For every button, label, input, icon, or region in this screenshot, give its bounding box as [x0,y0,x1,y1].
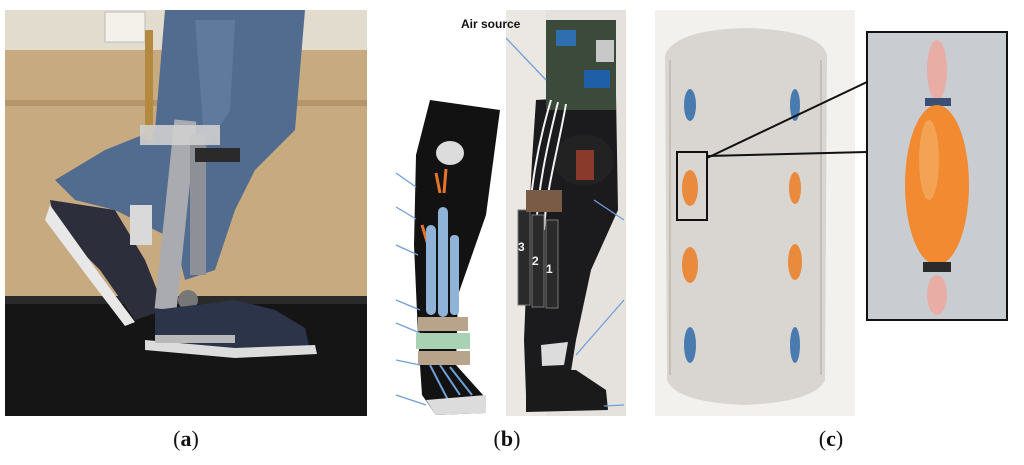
panel-c-photo [655,10,1024,416]
panel-a-photo [5,10,367,416]
air-source-label: Air source [461,17,521,31]
caption-b: (b) [493,426,521,451]
actuator-number-2: 2 [532,254,539,268]
actuator-number-3: 3 [518,240,525,254]
caption-c: (c) [818,426,844,451]
panel-b-photo [506,10,626,416]
caption-a: (a) [173,426,199,451]
actuator-number-1: 1 [546,262,553,276]
panel-b-schematic [388,95,508,420]
